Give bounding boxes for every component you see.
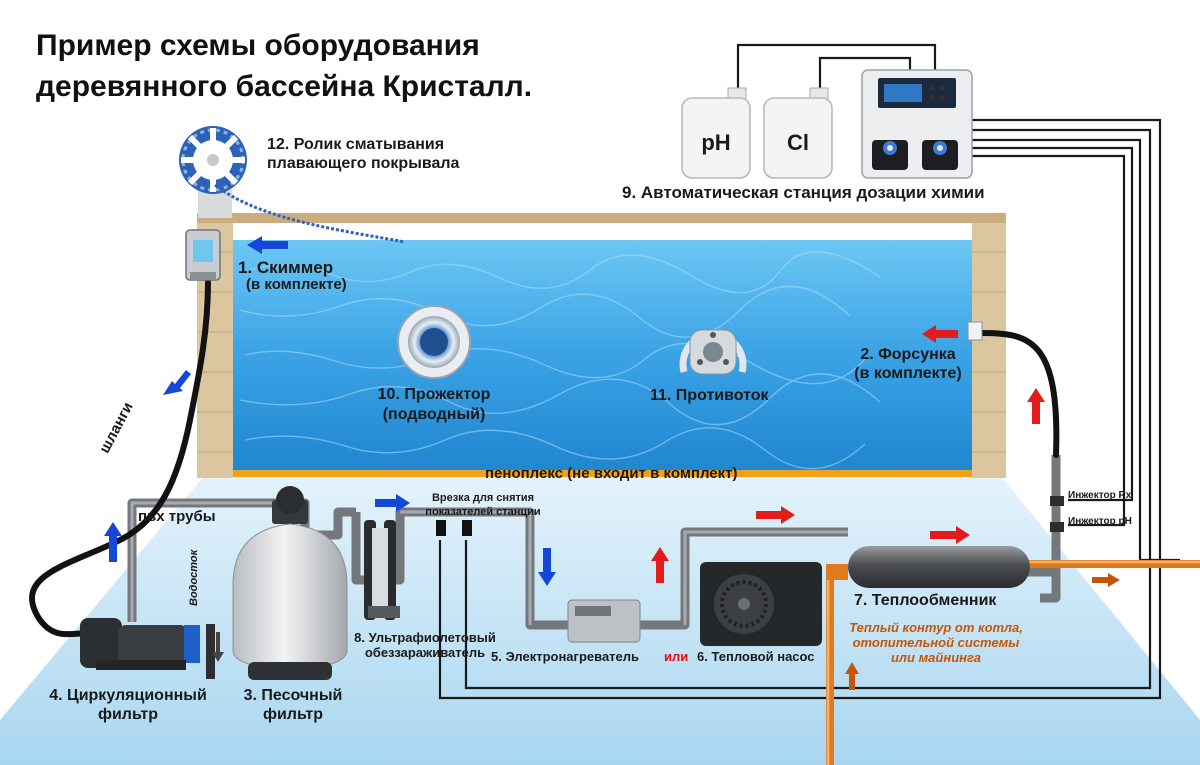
arrow-red-icon [930, 526, 970, 544]
spotlight [397, 305, 471, 379]
cover-roller [179, 126, 406, 244]
sand-filter [232, 486, 348, 680]
roller-label: 12. Ролик сматывания плавающего покрывал… [267, 136, 460, 172]
hoses [29, 279, 1060, 638]
pump-sublabel: фильтр [97, 706, 159, 723]
skimmer-sublabel: (в комплекте) [246, 276, 347, 293]
warm-loop-sublabel-2: или майнинга [890, 650, 981, 665]
arrow-orange-icon [845, 662, 859, 690]
arrow-blue-icon [247, 236, 288, 254]
warm-loop-pipes [826, 560, 1200, 765]
heat-pump [700, 562, 822, 646]
skimmer-label: 1. Скиммер [238, 258, 334, 277]
nozzle-sublabel: (в комплекте) [854, 365, 962, 382]
cl-text: Cl [787, 130, 809, 155]
drain-label: Водосток [188, 549, 200, 606]
pool-wood-right [972, 213, 1006, 478]
tap-label: Врезка для снятия [431, 492, 535, 504]
arrow-blue-icon [163, 370, 191, 395]
exchanger-hot-inlet [826, 564, 848, 580]
spotlight-label: 10. Прожектор [377, 386, 491, 403]
sand-filter-label: 3. Песочный [243, 687, 343, 704]
pool-wood-top [197, 213, 1006, 223]
warm-loop-sublabel: отопительной системы [852, 635, 1020, 650]
spotlight-sublabel: (подводный) [382, 406, 486, 423]
nozzle-label: 2. Форсунка [860, 346, 956, 363]
pool-water [233, 240, 972, 472]
ph-canister [681, 87, 751, 179]
warm-loop-highlight [826, 560, 1200, 765]
injector-rx [1050, 496, 1064, 506]
penoplex-label: пеноплекс (не входит в комплект) [485, 465, 738, 482]
page-title: Пример схемы оборудования деревянного ба… [36, 29, 533, 103]
warm-loop-label: Теплый контур от котла, [849, 620, 1023, 635]
arrow-red-icon [651, 547, 669, 583]
counterflow [679, 329, 747, 375]
pvc-pipes-highlight [130, 501, 848, 625]
pvc-label: пвх трубы [138, 508, 216, 525]
heat-exchanger [848, 546, 1030, 588]
dosing-station [861, 69, 973, 179]
heatpump-label: 6. Тепловой насос [697, 649, 815, 664]
ph-text: pH [701, 130, 731, 155]
arrow-red-icon [922, 325, 958, 343]
tap-sublabel: показателей станции [425, 506, 541, 518]
heater-label: 5. Электронагреватель [491, 649, 640, 664]
arrow-orange-icon [1092, 573, 1120, 587]
pump-label: 4. Циркуляционный [49, 687, 207, 704]
cl-canister [763, 87, 833, 179]
injector-rx-label: Инжектор Rx [1068, 490, 1132, 501]
arrow-blue-icon [538, 548, 556, 586]
uv-label: 8. Ультрафиолетовый [354, 630, 496, 645]
arrow-blue-icon [104, 522, 122, 562]
dosing-label: 9. Автоматическая станция дозации химии [622, 183, 985, 202]
uv-sterilizer [364, 520, 400, 620]
exchanger-label: 7. Теплообменник [854, 592, 997, 609]
arrow-blue-icon [375, 494, 410, 512]
arrow-red-icon [756, 506, 795, 524]
tap-clamp-2 [462, 520, 472, 536]
circulation-pump [80, 618, 200, 670]
arrow-dark-icon [212, 632, 224, 662]
counterflow-label: 11. Противоток [650, 387, 769, 404]
water-caustics [239, 251, 881, 470]
injector-ph-label: Инжектор pH [1068, 516, 1132, 527]
nozzle [967, 321, 983, 341]
drain-pipe [206, 624, 215, 679]
skimmer [185, 229, 221, 281]
electric-heater [567, 599, 641, 643]
tap-clamp-1 [436, 520, 446, 536]
arrow-red-icon [1027, 388, 1045, 424]
penoplex-strip [233, 470, 972, 477]
or-label: или [664, 649, 689, 664]
injector-ph [1050, 522, 1064, 532]
uv-sublabel: обеззараживатель [364, 645, 486, 660]
sand-filter-sublabel: фильтр [262, 706, 324, 723]
